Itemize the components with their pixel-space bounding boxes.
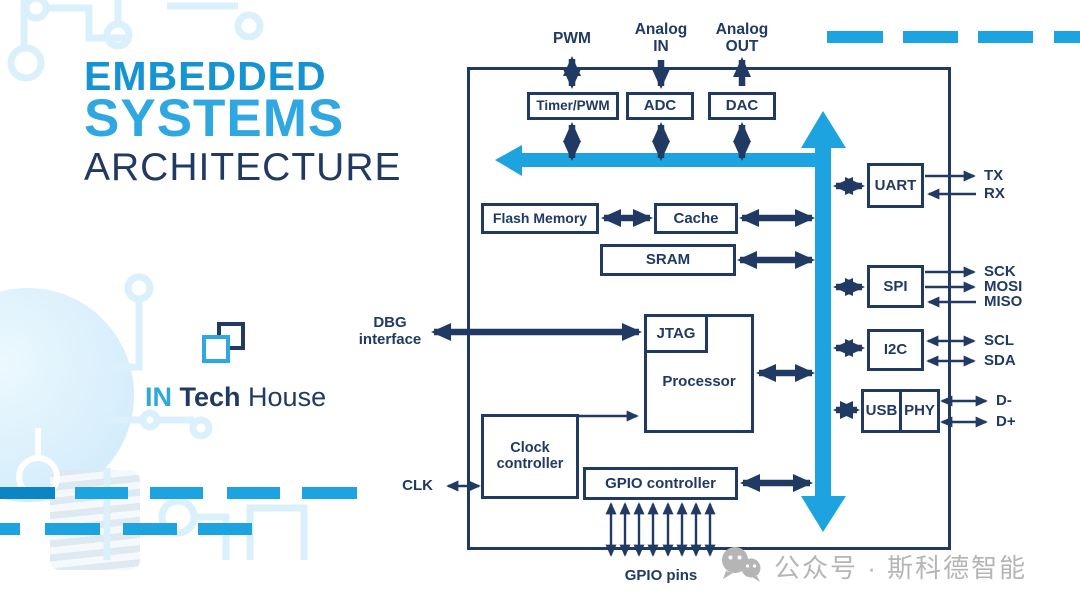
dash-decoration	[0, 487, 55, 499]
logo-square-blue	[202, 335, 230, 363]
port-label-dbg-line1: DBG	[373, 314, 407, 331]
dash-decoration	[150, 487, 203, 499]
block-timer-pwm: Timer/PWM	[527, 92, 619, 120]
block-i2c: I2C	[867, 329, 924, 371]
block-spi-label: SPI	[883, 277, 908, 295]
block-uart: UART	[867, 163, 924, 208]
block-clock-controller: Clock controller	[481, 414, 579, 499]
port-label-gpio-pins: GPIO pins	[624, 567, 698, 584]
logo-squares-icon	[191, 322, 249, 374]
page-title: EMBEDDED SYSTEMS ARCHITECTURE	[84, 53, 402, 189]
block-phy-label: PHY	[899, 392, 937, 430]
block-sram-label: SRAM	[645, 251, 691, 269]
block-usb-label: USB	[865, 402, 898, 420]
block-processor-label: Processor	[662, 372, 736, 390]
port-label-sda: SDA	[984, 352, 1016, 369]
title-line-embedded: EMBEDDED	[84, 53, 327, 99]
port-label-scl: SCL	[984, 332, 1014, 349]
block-cache-label: Cache	[673, 209, 719, 227]
title-line-systems: SYSTEMS	[84, 88, 345, 148]
wechat-icon	[722, 547, 761, 582]
watermark: 公众号 · 斯科德智能	[720, 546, 1027, 586]
port-label-tx: TX	[984, 167, 1004, 184]
dash-decoration	[1054, 31, 1080, 43]
title-line-architecture: ARCHITECTURE	[84, 145, 402, 189]
port-label-analog-out-line2: OUT	[725, 38, 759, 56]
dash-decoration	[978, 31, 1033, 43]
port-label-miso: MISO	[984, 293, 1023, 310]
block-i2c-label: I2C	[883, 341, 908, 359]
block-clock-label-line1: Clock	[510, 440, 550, 457]
port-label-analog-in: Analog IN	[629, 21, 693, 56]
intech-house-logo: IN Tech House	[145, 322, 326, 413]
block-jtag: JTAG	[644, 314, 708, 353]
dash-decoration	[0, 523, 20, 535]
block-jtag-label: JTAG	[656, 324, 696, 342]
port-label-dbg-line2: interface	[358, 330, 422, 348]
block-adc-label: ADC	[643, 97, 677, 115]
block-timer-pwm-label: Timer/PWM	[536, 97, 610, 113]
lightbulb-base-decoration	[50, 470, 140, 570]
port-label-analog-out: Analog OUT	[710, 21, 774, 56]
block-dac: DAC	[708, 92, 776, 120]
port-label-analog-in-line1: Analog	[634, 21, 688, 38]
dash-decoration	[227, 487, 280, 499]
dash-decoration	[198, 523, 252, 535]
block-spi: SPI	[867, 265, 924, 308]
dash-decoration	[45, 523, 100, 535]
watermark-text: 公众号 · 斯科德智能	[774, 552, 1028, 583]
block-clock-label-line2: controller	[496, 455, 564, 472]
block-uart-label: UART	[874, 176, 917, 194]
port-label-rx: RX	[984, 185, 1005, 202]
logo-word-tech: Tech	[179, 382, 241, 412]
block-sram: SRAM	[600, 244, 736, 276]
dash-decoration	[302, 487, 357, 499]
block-dac-label: DAC	[725, 97, 759, 115]
block-flash-memory: Flash Memory	[481, 203, 599, 234]
port-label-clk: CLK	[402, 477, 433, 494]
block-gpio-label: GPIO controller	[605, 474, 716, 492]
block-flash-label: Flash Memory	[492, 210, 588, 227]
dash-decoration	[123, 523, 177, 535]
dash-decoration	[903, 31, 958, 43]
block-gpio-controller: GPIO controller	[583, 467, 738, 500]
logo-text: IN Tech House	[145, 382, 326, 413]
block-adc: ADC	[626, 92, 694, 120]
dash-decoration	[827, 31, 883, 43]
port-label-analog-in-line2: IN	[653, 38, 669, 56]
block-usb-phy: USB PHY	[861, 389, 940, 433]
port-label-dbg-interface: DBG interface	[350, 314, 430, 349]
block-cache: Cache	[654, 203, 738, 234]
port-label-pwm: PWM	[553, 30, 591, 47]
port-label-sck: SCK	[984, 263, 1016, 280]
logo-word-house: House	[248, 382, 327, 412]
logo-word-in: IN	[145, 382, 172, 412]
port-label-analog-out-line1: Analog	[715, 21, 769, 38]
port-label-d-minus: D-	[996, 392, 1012, 409]
dash-decoration	[75, 487, 128, 499]
port-label-d-plus: D+	[996, 413, 1016, 430]
port-label-mosi: MOSI	[984, 278, 1023, 295]
